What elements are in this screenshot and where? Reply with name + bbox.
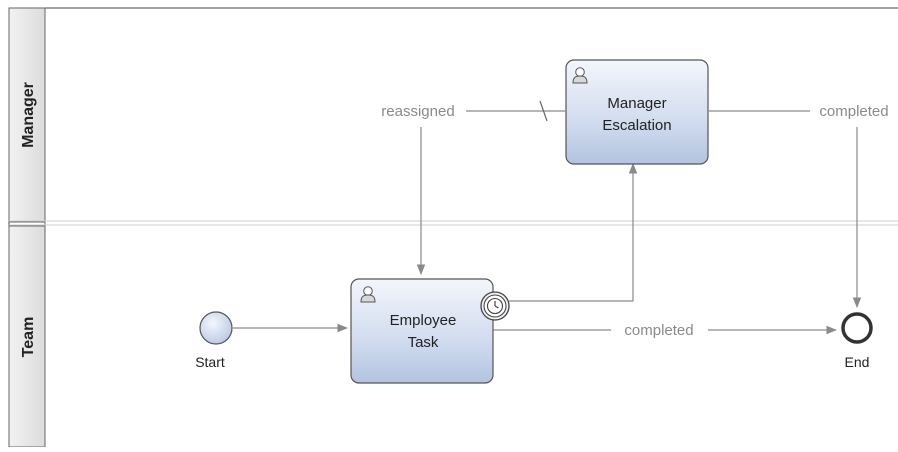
start-event-circle [199,311,233,345]
start-event[interactable]: Start [195,311,233,370]
employee-task-label-line2: Task [408,334,439,351]
flow-timer-to-escalation[interactable] [509,162,638,302]
flow-label-reassigned: reassigned [381,103,454,120]
user-icon [360,286,376,303]
end-event-circle [841,312,873,344]
default-flow-marker [539,100,548,122]
sequence-flows [233,100,862,335]
manager-escalation-label-line1: Manager [607,95,666,112]
user-icon [572,67,588,84]
employee-task[interactable]: Employee Task [350,278,510,384]
lane-manager-label: Manager [20,82,37,148]
start-event-label: Start [195,354,225,370]
flow-label-completed-team: completed [624,322,693,339]
lane-manager[interactable]: Manager [8,7,46,223]
lane-team-label: Team [20,317,37,358]
employee-task-label-line1: Employee [390,312,457,329]
manager-escalation-task[interactable]: Manager Escalation [565,59,709,165]
end-event-label: End [845,354,870,370]
timer-boundary-event-icon[interactable] [480,291,510,321]
flow-label-completed-manager: completed [819,103,888,120]
lane-team[interactable]: Team [8,225,46,448]
manager-escalation-label-line2: Escalation [602,117,671,134]
lane-divider [9,220,898,226]
end-event[interactable]: End [841,312,873,370]
